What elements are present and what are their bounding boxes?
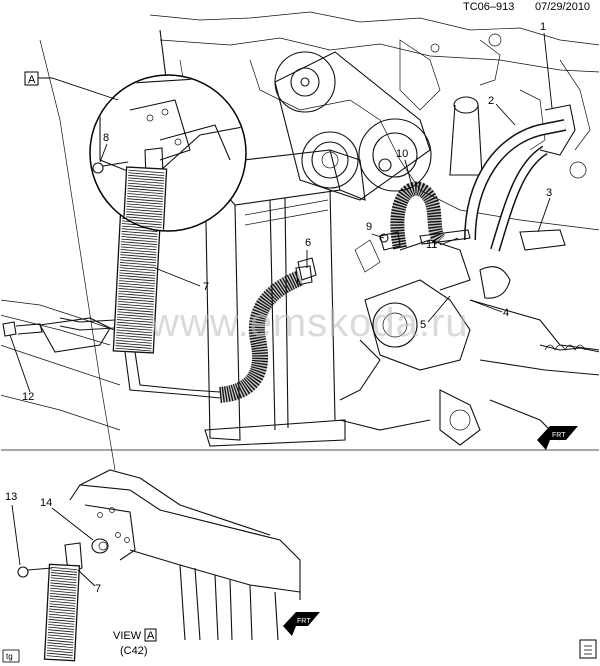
- view-a-detail-circle: [89, 74, 247, 232]
- view-caption-sub: (C42): [120, 645, 148, 657]
- view-a-marker: A: [24, 71, 119, 101]
- diagram-date: 07/29/2010: [535, 1, 590, 13]
- callout-11: 11: [426, 239, 437, 251]
- tg-label: tg: [6, 652, 13, 661]
- clamp-9-11: [379, 229, 471, 251]
- view-caption-box: A: [147, 630, 155, 642]
- callout-6: 6: [305, 237, 311, 249]
- callout-7: 7: [203, 281, 209, 293]
- tg-box: tg: [2, 649, 20, 663]
- callout-5: 5: [420, 319, 426, 331]
- callout-14: 14: [40, 497, 52, 509]
- front-label-lower: FRT: [297, 618, 311, 625]
- engine-assembly: [149, 11, 600, 231]
- view-caption: VIEW A (C42): [113, 628, 157, 657]
- callout-3: 3: [546, 187, 552, 199]
- hose-10: [390, 181, 446, 250]
- steering-gear-frame: [339, 239, 600, 446]
- callout-12: 12: [22, 391, 34, 403]
- diagram-code: TC06–913: [463, 1, 514, 13]
- front-arrow-upper: FRT: [537, 426, 578, 450]
- radiator-support: [159, 29, 366, 447]
- callout-10: 10: [396, 148, 408, 160]
- callouts-lower: 13 14 7: [5, 491, 101, 595]
- callout-2: 2: [488, 95, 494, 107]
- callout-7-lower: 7: [95, 583, 101, 595]
- front-label-upper: FRT: [552, 432, 566, 439]
- view-caption-prefix: VIEW: [113, 630, 142, 642]
- book-icon: [579, 639, 597, 659]
- hose-6: [218, 265, 313, 403]
- callout-4: 4: [503, 307, 509, 319]
- front-arrow-lower: FRT: [283, 612, 320, 636]
- bolt-12: [2, 321, 43, 337]
- body-outline: [0, 39, 121, 471]
- callout-13: 13: [5, 491, 17, 503]
- watermark: www.emskoda.ru: [149, 301, 469, 345]
- callout-1: 1: [540, 21, 546, 33]
- view-a-marker-label: A: [28, 74, 36, 86]
- view-a-detail: [0, 449, 600, 662]
- callout-8: 8: [103, 132, 109, 144]
- callout-9: 9: [366, 221, 372, 233]
- pressure-hose-right: [464, 104, 576, 252]
- callouts-upper: 1 2 3 4 5 6 7 8 9 10 11 12: [9, 21, 553, 403]
